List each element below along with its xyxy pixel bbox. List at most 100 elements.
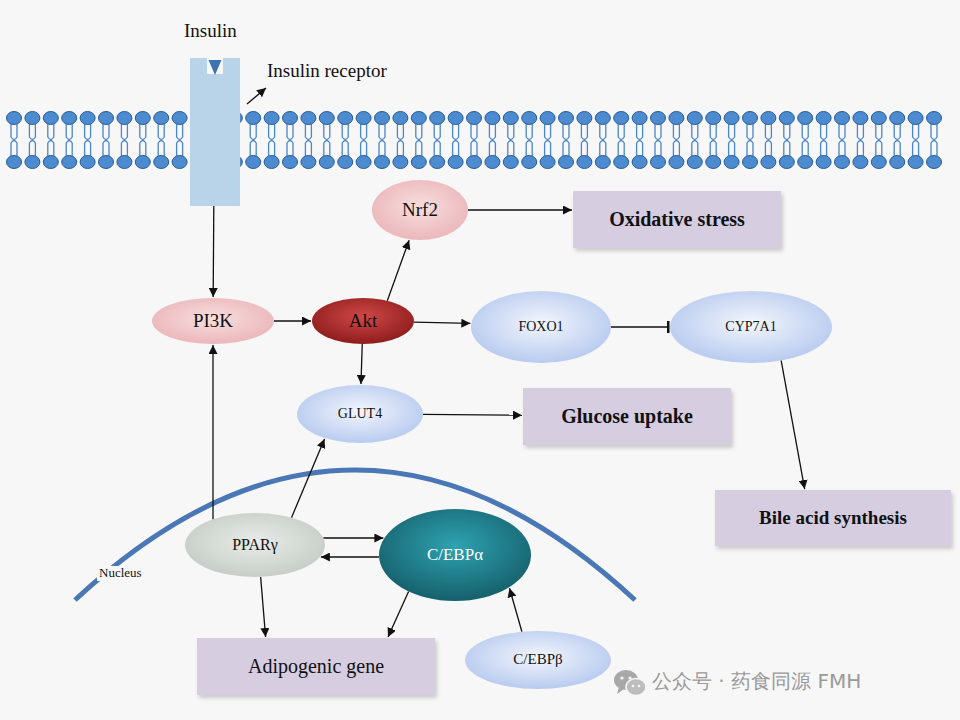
lipid-head xyxy=(356,156,371,169)
lipid-tail xyxy=(361,124,367,140)
lipid-head xyxy=(80,156,95,169)
lipid-head xyxy=(743,156,758,169)
lipid-tail xyxy=(655,124,661,140)
ellipse-fill xyxy=(185,513,325,577)
node-label: PI3K xyxy=(193,310,233,332)
lipid-tail xyxy=(85,124,91,140)
lipid-head xyxy=(853,112,868,125)
lipid-tail xyxy=(434,124,440,140)
lipid-head xyxy=(614,112,629,125)
lipid-head xyxy=(411,112,426,125)
lipid-tail xyxy=(710,124,716,140)
lipid-head xyxy=(503,112,518,125)
lipid-tail xyxy=(342,124,348,140)
lipid-head xyxy=(135,112,150,125)
lipid-tail xyxy=(637,124,643,140)
lipid-head xyxy=(393,112,408,125)
lipid-head xyxy=(761,156,776,169)
lipid-head xyxy=(99,156,114,169)
lipid-tail xyxy=(397,141,403,157)
activation-arrow xyxy=(361,344,362,384)
activation-arrow xyxy=(261,577,266,637)
lipid-head xyxy=(522,156,537,169)
lipid-head xyxy=(687,112,702,125)
lipid-head xyxy=(595,156,610,169)
lipid-tail xyxy=(692,141,698,157)
lipid-head xyxy=(62,112,77,125)
lipid-tail xyxy=(729,141,735,157)
lipid-head xyxy=(577,112,592,125)
lipid-head xyxy=(301,112,316,125)
protein-node: CYP7A1 xyxy=(670,291,832,363)
lipid-tail xyxy=(894,124,900,140)
lipid-tail xyxy=(158,124,164,140)
lipid-tail xyxy=(85,141,91,157)
ellipse-fill xyxy=(152,298,274,344)
lipid-head xyxy=(871,156,886,169)
lipid-tail xyxy=(453,141,459,157)
lipid-tail xyxy=(784,124,790,140)
inhibition-arrow xyxy=(611,326,668,327)
lipid-head xyxy=(319,156,334,169)
lipid-head xyxy=(724,112,739,125)
lipid-tail xyxy=(765,141,771,157)
lipid-tail xyxy=(655,141,661,157)
lipid-tail xyxy=(11,124,17,140)
lipid-tail xyxy=(471,124,477,140)
lipid-head xyxy=(816,156,831,169)
lipid-tail xyxy=(103,124,109,140)
lipid-head xyxy=(853,156,868,169)
lipid-head xyxy=(246,112,261,125)
lipid-head xyxy=(338,156,353,169)
lipid-tail xyxy=(48,124,54,140)
lipid-head xyxy=(356,112,371,125)
node-label: GLUT4 xyxy=(338,406,382,422)
lipid-tail xyxy=(545,124,551,140)
lipid-tail xyxy=(581,141,587,157)
compartment-label: Nucleus xyxy=(97,566,144,581)
lipid-head xyxy=(7,156,22,169)
protein-node: PPARγ xyxy=(185,513,325,577)
lipid-head xyxy=(283,156,298,169)
lipid-tail xyxy=(802,124,808,140)
lipid-tail xyxy=(177,141,183,157)
lipid-tail xyxy=(287,141,293,157)
lipid-head xyxy=(614,156,629,169)
activation-arrow xyxy=(509,588,521,632)
lipid-head xyxy=(687,156,702,169)
lipid-tail xyxy=(453,124,459,140)
outcome-box: Adipogenic gene xyxy=(197,638,435,695)
lipid-tail xyxy=(250,124,256,140)
lipid-head xyxy=(503,156,518,169)
lipid-head xyxy=(743,112,758,125)
lipid-bilayer xyxy=(7,112,942,169)
lipid-tail xyxy=(269,141,275,157)
lipid-tail xyxy=(29,124,35,140)
lipid-head xyxy=(430,112,445,125)
ellipse-fill xyxy=(465,631,611,689)
ellipse-fill xyxy=(379,509,531,601)
node-label: Adipogenic gene xyxy=(248,655,384,678)
lipid-tail xyxy=(66,124,72,140)
lipid-tail xyxy=(471,141,477,157)
lipid-head xyxy=(706,112,721,125)
protein-node: C/EBPβ xyxy=(465,631,611,689)
lipid-head xyxy=(724,156,739,169)
lipid-tail xyxy=(508,124,514,140)
outcome-box: Bile acid synthesis xyxy=(715,490,951,546)
protein-node: GLUT4 xyxy=(297,385,423,443)
lipid-head xyxy=(669,112,684,125)
outcome-box: Oxidative stress xyxy=(573,191,781,248)
lipid-tail xyxy=(416,141,422,157)
lipid-tail xyxy=(673,124,679,140)
lipid-tail xyxy=(692,124,698,140)
lipid-tail xyxy=(508,141,514,157)
node-label: PPARγ xyxy=(232,536,278,554)
lipid-head xyxy=(117,112,132,125)
outcome-box: Glucose uptake xyxy=(523,388,731,445)
activation-arrow xyxy=(323,537,383,538)
lipid-tail xyxy=(305,124,311,140)
node-label: C/EBPβ xyxy=(513,651,562,668)
leader-line xyxy=(247,88,266,104)
lipid-head xyxy=(485,112,500,125)
